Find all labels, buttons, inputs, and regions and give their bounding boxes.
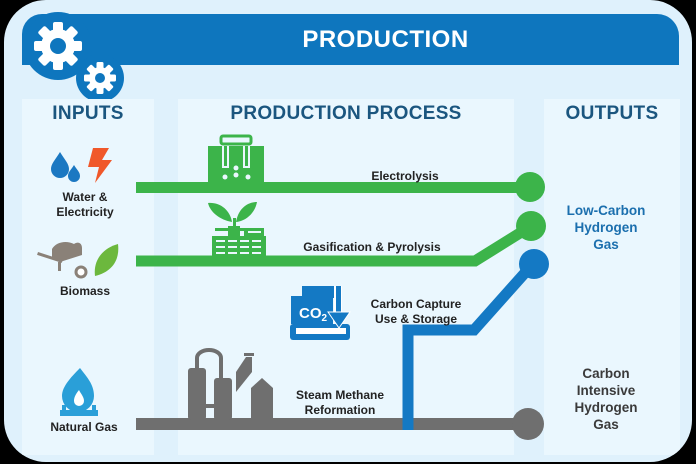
inputs-heading: INPUTS (52, 103, 124, 124)
leaf-icon (94, 244, 119, 276)
gasification-line (136, 223, 531, 267)
lightning-bolt-icon (88, 148, 112, 183)
output-low-carbon-hydrogen: Low-Carbon Hydrogen Gas (548, 202, 664, 253)
outputs-column: OUTPUTS (544, 99, 680, 455)
gas-flame-icon (60, 368, 98, 416)
input-label-line1: Water & (62, 190, 108, 204)
electrolysis-line (136, 182, 528, 193)
process-heading: PRODUCTION PROCESS (230, 103, 462, 124)
outputs-heading: OUTPUTS (565, 103, 659, 124)
output-line: Low-Carbon (566, 203, 646, 218)
gasification-endpoint (516, 211, 546, 241)
process-electrolysis-label: Electrolysis (371, 169, 439, 183)
input-biomass-label: Biomass (59, 284, 111, 298)
output-line: Gas (593, 237, 619, 252)
smr-line (136, 418, 526, 430)
output-line: Carbon (582, 366, 630, 381)
electrolysis-endpoint (515, 172, 545, 202)
large-gear-icon (24, 12, 92, 80)
output-line: Intensive (576, 383, 636, 398)
smr-pathway (136, 408, 544, 440)
ccus-pathway (402, 249, 549, 430)
co2-storage-icon: CO2 (290, 286, 351, 340)
output-line: Hydrogen (574, 400, 638, 415)
process-gasification-label: Gasification & Pyrolysis (303, 240, 441, 254)
input-natural-gas-label: Natural Gas (50, 420, 118, 434)
wheelbarrow-icon (37, 241, 88, 279)
ccus-line (402, 261, 537, 430)
electrolysis-pathway (136, 172, 545, 202)
output-line: Gas (593, 417, 619, 432)
electrolysis-cell-icon (208, 134, 264, 183)
title-banner: PRODUCTION (22, 14, 679, 65)
ccus-endpoint (519, 249, 549, 279)
ccus-label-line2: Use & Storage (374, 312, 458, 326)
gasification-plant-icon (208, 202, 266, 258)
output-carbon-intensive-hydrogen: Carbon Intensive Hydrogen Gas (548, 365, 664, 433)
refinery-icon (188, 348, 273, 420)
gasification-pathway (136, 211, 546, 267)
smr-label-line1: Steam Methane (295, 388, 385, 402)
output-line: Hydrogen (574, 220, 638, 235)
page-title: PRODUCTION (302, 26, 469, 53)
smr-label-line2: Reformation (304, 403, 376, 417)
infographic-frame: PRODUCTION I (4, 0, 692, 462)
small-gear-icon (76, 54, 124, 102)
ccus-label-line1: Carbon Capture (370, 297, 462, 311)
gears-icon (24, 12, 124, 102)
process-smr-label: Steam Methane Reformation (280, 388, 400, 418)
input-water-electricity-label: Water & Electricity (30, 190, 140, 220)
process-ccus-label: Carbon Capture Use & Storage (356, 297, 476, 327)
input-label-line2: Electricity (56, 205, 114, 219)
water-drops-icon (51, 152, 80, 182)
smr-endpoint (512, 408, 544, 440)
co2-text: CO2 (299, 305, 328, 324)
